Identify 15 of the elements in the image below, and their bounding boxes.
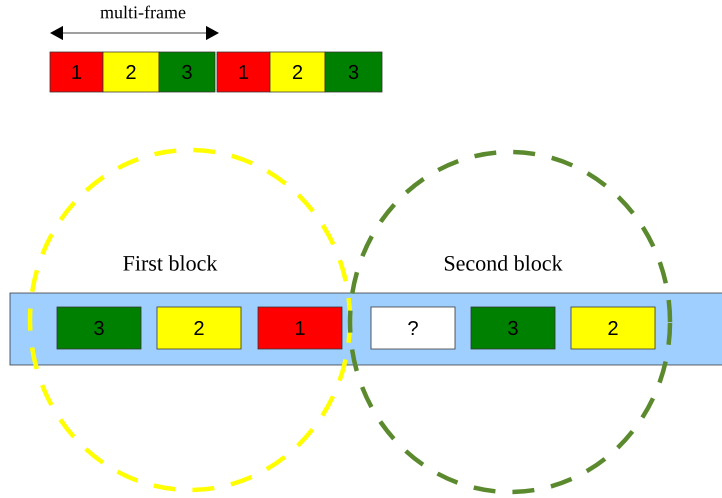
slot-box: 2 [156, 306, 242, 350]
frame-cell: 2 [102, 52, 160, 92]
frame-cell: 1 [50, 52, 104, 92]
block-label: First block [123, 255, 218, 271]
slot-box: 3 [470, 306, 556, 350]
slot-box: 1 [258, 306, 342, 350]
dimension-label: multi-frame [100, 6, 186, 18]
frame-cell: 3 [324, 52, 382, 92]
frame-cell: 1 [216, 52, 270, 92]
slot-box: ? [370, 306, 456, 350]
frame-cell: 3 [158, 52, 216, 92]
frame-cell: 2 [270, 52, 326, 92]
slot-box: 3 [56, 306, 142, 350]
block-label: Second block [444, 255, 563, 271]
slot-box: 2 [570, 306, 656, 350]
